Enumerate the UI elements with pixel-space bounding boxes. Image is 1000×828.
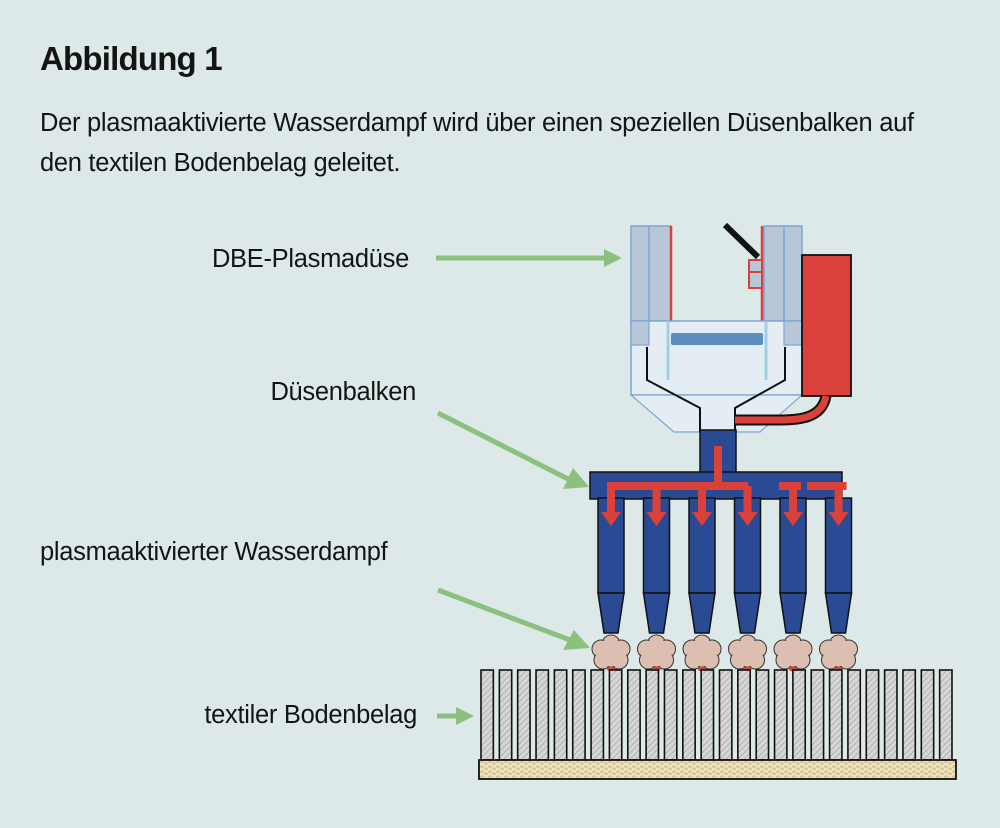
- carpet-fiber: [938, 669, 953, 761]
- flow-arrows: [601, 446, 849, 526]
- steam-cloud: [637, 634, 676, 672]
- carpet-fiber: [700, 669, 715, 761]
- carpet-fiber: [773, 669, 788, 761]
- carpet-fiber: [645, 669, 660, 761]
- carpet-fiber: [737, 669, 751, 761]
- carpet-fiber: [590, 669, 605, 761]
- label-carpet: textiler Bodenbelag: [204, 701, 417, 729]
- plasma-nozzle: [629, 222, 804, 433]
- power-supply: [735, 254, 852, 426]
- steam-clouds: [591, 634, 858, 672]
- carpet-fiber: [498, 669, 513, 761]
- cable: [722, 222, 761, 260]
- flow-arrow: [783, 486, 803, 526]
- figure-caption: Der plasmaaktivierte Wasserdampf wird üb…: [40, 109, 914, 177]
- carpet-fiber: [626, 669, 641, 761]
- carpet-fiber: [663, 669, 678, 761]
- carpet-fiber: [828, 669, 843, 761]
- pointer-arrow-carpet: [437, 707, 474, 725]
- nozzle-beam: [589, 429, 853, 634]
- steam-cloud: [773, 634, 813, 672]
- label-plasma-nozzle: DBE-Plasmadüse: [211, 245, 409, 273]
- connector: [748, 259, 763, 289]
- steam-cloud: [819, 634, 858, 672]
- carpet-fiber: [718, 669, 733, 761]
- carpet-fiber: [847, 669, 862, 761]
- nozzle: [779, 497, 807, 634]
- carpet-backing: [478, 759, 957, 780]
- flow-arrow: [828, 486, 849, 526]
- flow-arrow: [737, 486, 758, 526]
- steam-cloud: [682, 634, 722, 672]
- electrode-plate: [671, 333, 763, 345]
- carpet-fiber: [810, 669, 825, 761]
- carpet-fiber: [792, 669, 807, 761]
- flow-arrow: [646, 486, 667, 526]
- steam-cloud: [728, 634, 767, 672]
- label-steam: plasmaaktivierter Wasserdampf: [40, 538, 388, 566]
- carpet-fiber: [883, 669, 898, 761]
- flow-arrow: [692, 486, 712, 526]
- flow-arrow: [601, 486, 621, 526]
- label-nozzle-beam: Düsenbalken: [270, 378, 416, 406]
- carpet-fiber: [571, 669, 586, 761]
- carpet-fiber: [480, 669, 495, 761]
- carpet-fiber: [535, 669, 550, 761]
- pointer-arrow-steam: [437, 587, 590, 650]
- pointer-arrow-nozzle-beam: [436, 410, 589, 489]
- carpet-fiber: [902, 669, 917, 761]
- steam-cloud: [591, 634, 631, 672]
- flow-distribution: [607, 446, 847, 490]
- carpet: [478, 669, 957, 780]
- carpet-fiber: [755, 669, 770, 761]
- carpet-fiber: [608, 669, 623, 761]
- figure-title: Abbildung 1: [40, 40, 223, 77]
- carpet-fiber: [553, 669, 568, 761]
- pointer-arrow-plasma-nozzle: [436, 249, 622, 267]
- carpet-fiber: [682, 669, 696, 761]
- carpet-fiber: [865, 669, 880, 761]
- carpet-fiber: [516, 669, 531, 761]
- carpet-fiber: [920, 669, 935, 761]
